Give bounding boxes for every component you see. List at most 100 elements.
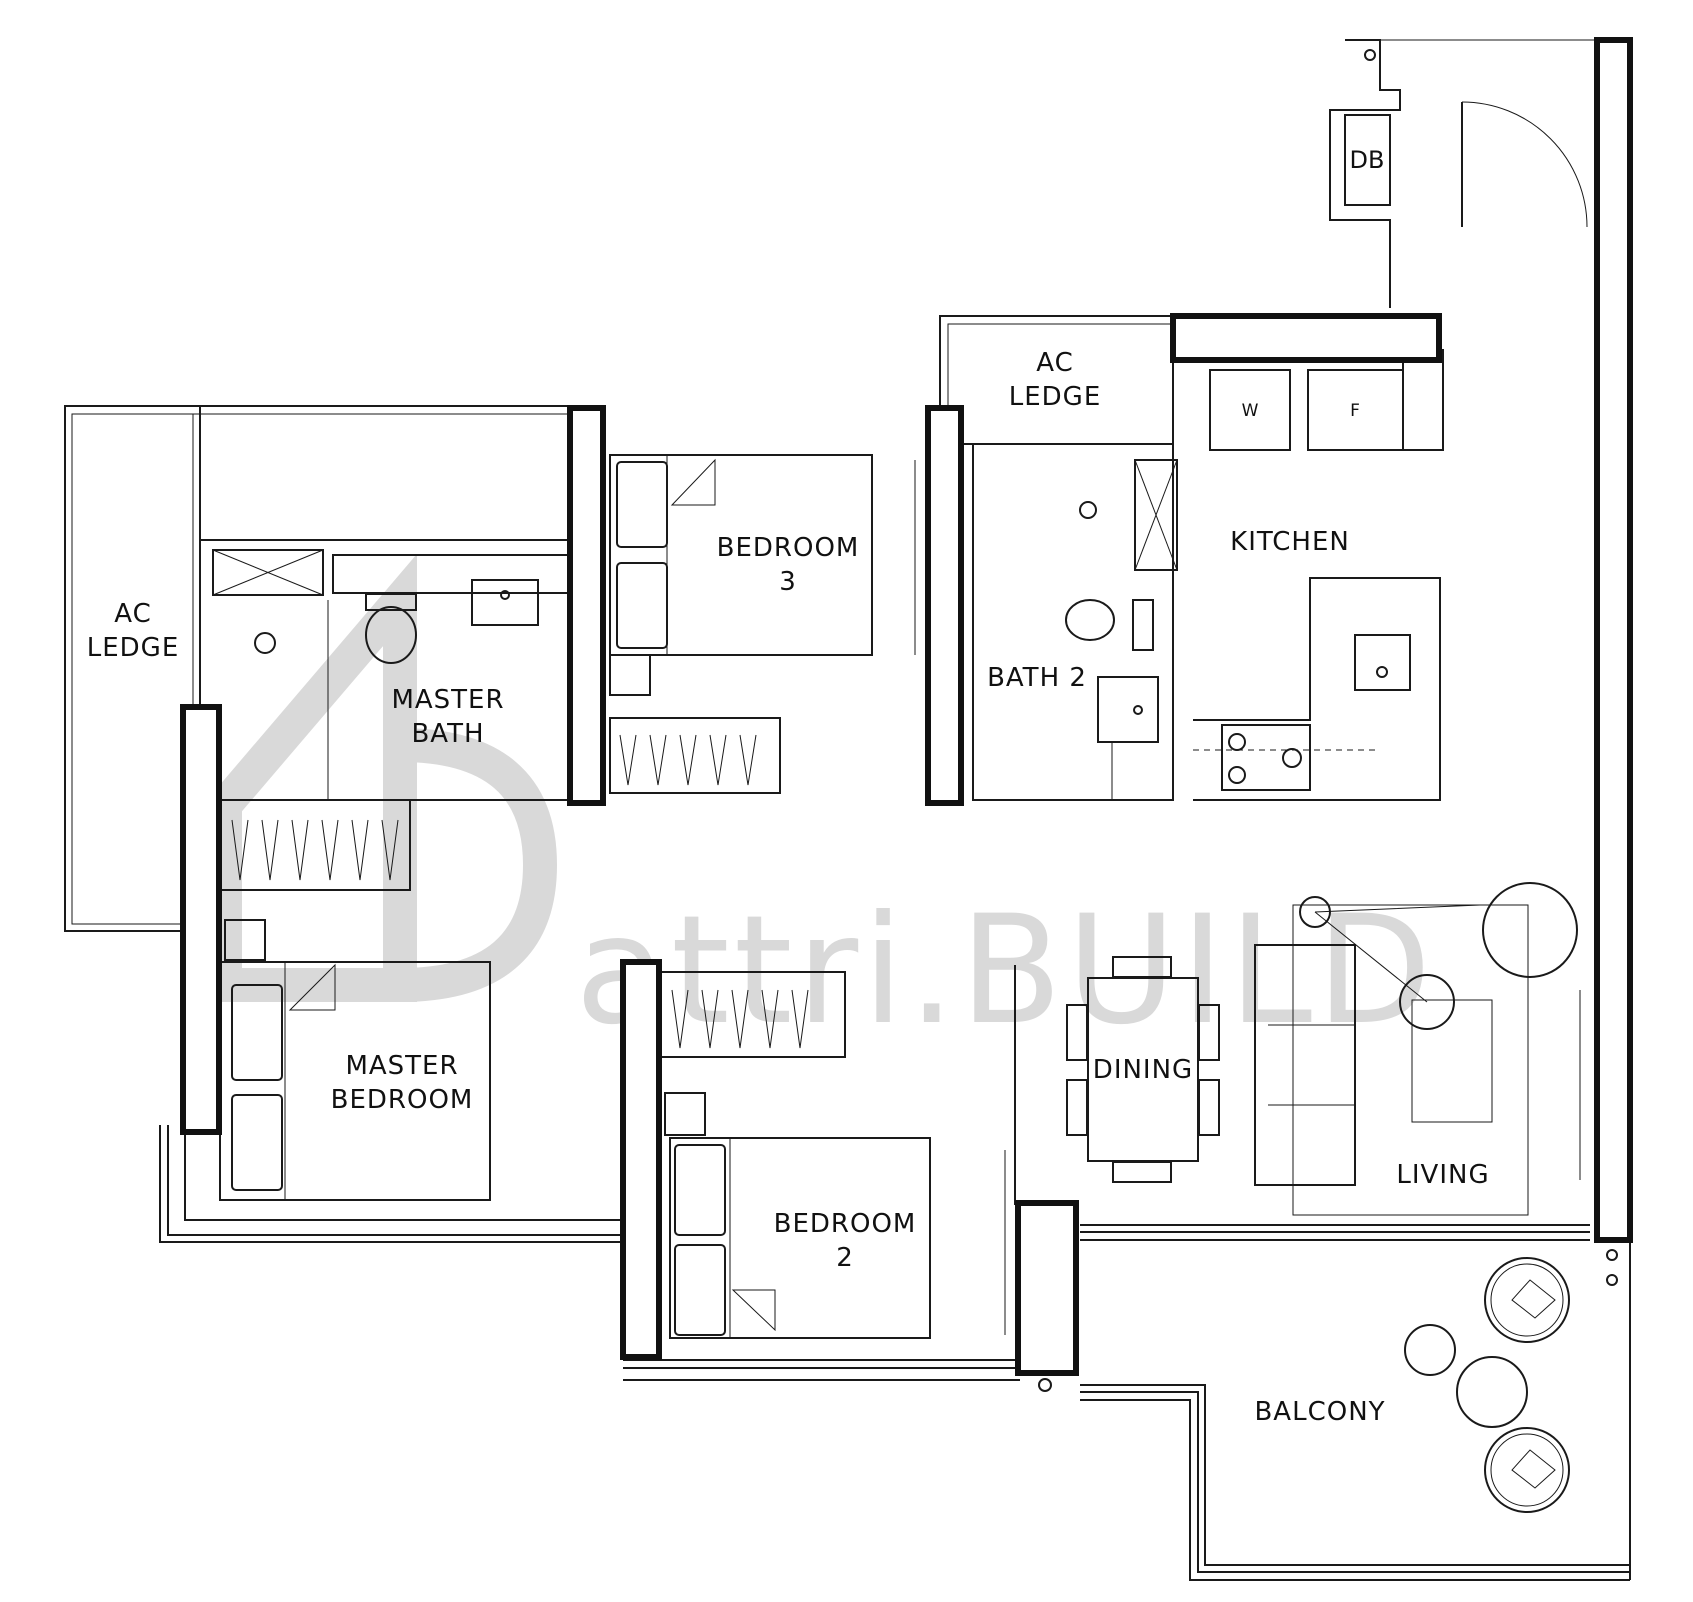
living-coffee-table [1411,999,1493,1123]
balcony-side-table-1 [1404,1324,1456,1376]
living-lamp [1299,896,1331,928]
linework [64,39,1631,1581]
balcony-chair-2 [1484,1427,1570,1513]
label-master-bath-line2: BATH [411,719,484,749]
ac-ledge-top-outline [939,315,1174,445]
label-ac-ledge-left: AC [114,599,151,629]
balcony-cushion-2 [1511,1449,1556,1489]
dining-chair-right-2 [1198,1079,1220,1136]
bedroom-2-pillow-2 [674,1244,726,1336]
kitchen-stove [1221,724,1311,791]
bedroom-3-pillow-1 [616,461,668,548]
room-labels: AC LEDGE AC LEDGE MASTER BATH BEDROOM 3 … [87,146,1489,1427]
structural-columns [180,37,1633,1376]
balcony-chair-1 [1484,1257,1570,1343]
bath-2-shower-cross-b [1134,459,1178,571]
living-armchair [1482,882,1578,978]
column-east [1594,37,1633,1243]
db-box [1344,114,1391,206]
bedroom-3-side-table [609,654,651,696]
burner-2 [1228,766,1246,784]
washer [1209,369,1291,451]
master-bedroom-wardrobe [219,799,411,891]
kitchen-counter [1193,577,1441,801]
ac-ledge-left-outline [64,405,201,932]
dining-chair-top [1112,956,1172,978]
column-kitchen-top [1170,313,1442,363]
master-bedroom-side-table [224,919,266,961]
burner-1 [1228,733,1246,751]
bath-2-outline [972,443,1174,801]
watermark-logo-arc [399,728,558,1002]
entry-wall [1329,39,1401,308]
label-ac-ledge-top: AC [1036,348,1073,378]
kitchen-cabinet-right [1402,349,1444,451]
master-bath-counter [332,554,569,594]
watermark: attri.BUILD [208,553,1432,1058]
balcony-drain-1 [1606,1249,1618,1261]
label-bedroom-3: BEDROOM [717,533,860,563]
label-washer: W [1242,401,1259,421]
bedroom-2-bed [669,1137,931,1339]
bedroom-3-wardrobe [609,717,781,794]
entry-light [1364,49,1376,61]
master-bedroom-hangers [231,819,399,881]
bedroom-2-pillow-1 [674,1144,726,1236]
master-bedroom-blanket-fold [288,963,336,1011]
living-sofa [1254,944,1356,1186]
bath-2-floor-drain [1079,501,1097,519]
living-rug [1292,904,1529,1216]
bedroom-3-bed [609,454,873,656]
dining-chair-left-1 [1066,1004,1088,1061]
balcony-drain-3 [1038,1378,1052,1392]
label-fridge: F [1350,401,1360,421]
master-bath-toilet [365,606,417,664]
label-db: DB [1350,146,1385,174]
balcony-outline [1080,1384,1630,1581]
master-bath-basin [471,579,539,626]
bedroom-2-side-table [664,1092,706,1136]
column-master-bedroom [180,704,222,1135]
balcony-cushion-1 [1511,1279,1556,1319]
label-bath-2: BATH 2 [987,663,1087,693]
master-bath-floor-drain [254,632,276,654]
bedroom-3-pillow-2 [616,562,668,649]
label-ac-ledge-left-line2: LEDGE [87,633,180,663]
bath-2-toilet-tank [1132,599,1154,651]
bath-2-basin [1097,676,1159,743]
master-bath-basin-drain [500,590,510,600]
label-bedroom-2: BEDROOM [774,1209,917,1239]
shower-cross-b [212,549,324,596]
balcony-chair-2-inner [1490,1433,1564,1507]
label-bedroom-2-line2: 2 [836,1243,854,1273]
label-dining: DINING [1093,1055,1193,1085]
kitchen-sink-drain [1376,666,1388,678]
dining-chair-right-1 [1198,1004,1220,1061]
balcony-drain-2 [1606,1274,1618,1286]
column-bedroom-2-west [620,959,662,1360]
label-balcony: BALCONY [1254,1397,1385,1427]
bedroom-3-blanket-fold [670,458,716,506]
burner-3 [1282,748,1302,768]
label-ac-ledge-top-line2: LEDGE [1009,382,1102,412]
entry-door-swing [1461,101,1588,228]
label-master-bath: MASTER [391,685,504,715]
bath-2-toilet [1065,599,1115,641]
master-bath-toilet-tank [365,593,417,611]
dining-chair-left-2 [1066,1079,1088,1136]
bedroom-2-outer-wall [623,1359,1020,1381]
label-master-bedroom: MASTER [345,1051,458,1081]
master-bath-shower-box [212,549,324,596]
label-master-bedroom-line2: BEDROOM [331,1085,474,1115]
living-lamp-cord [1314,904,1481,1003]
master-bedroom-pillow-2 [231,1094,283,1191]
balcony-chair-1-inner [1490,1263,1564,1337]
column-bedroom-3-west [567,405,606,806]
balcony-side-table-2 [1456,1356,1528,1428]
label-living: LIVING [1396,1160,1489,1190]
label-bedroom-3-line2: 3 [779,567,797,597]
living-round-table [1399,974,1455,1030]
bedroom-3-hangers [619,734,757,786]
bath-2-shower [1134,459,1178,571]
